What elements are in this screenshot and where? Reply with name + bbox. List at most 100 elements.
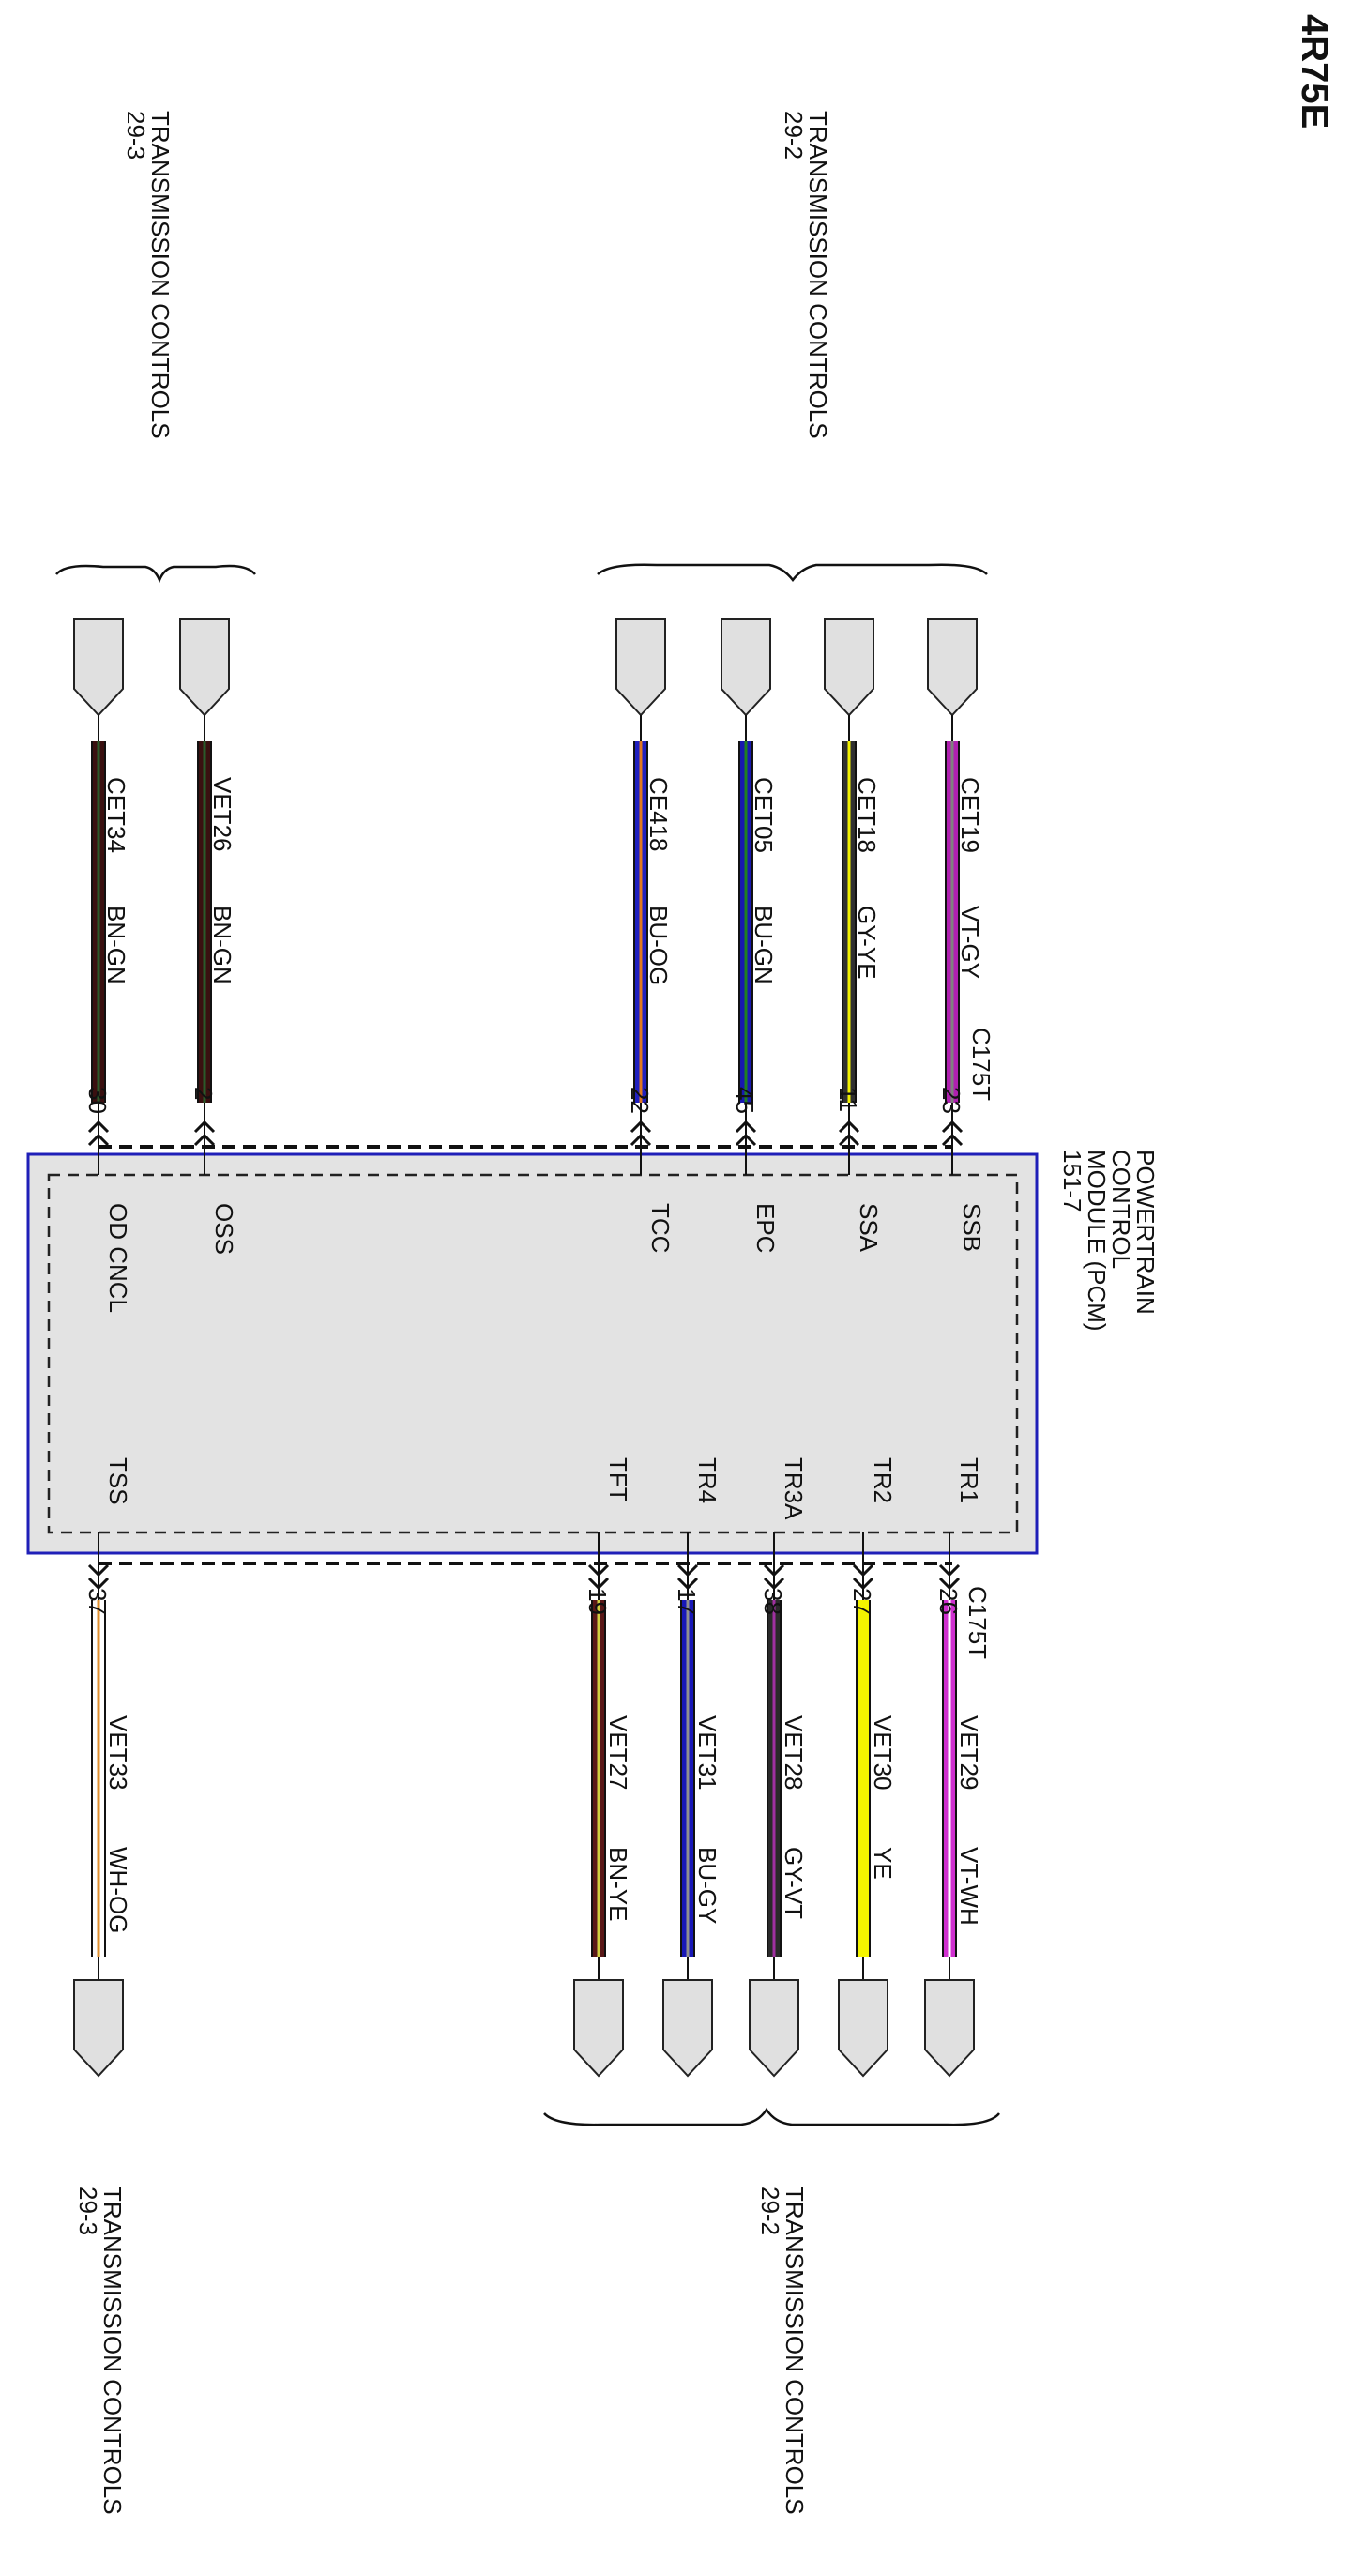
wire-circuit-label: CE418	[645, 777, 673, 852]
wire-circuit-label: VET31	[693, 1715, 721, 1791]
harness-connector-terminal	[615, 618, 666, 717]
pin-chevron-icon	[193, 1120, 216, 1134]
diagram-title: 4R75E	[1294, 14, 1335, 129]
wire-pin-number: 11	[834, 1087, 862, 1112]
harness-connector-terminal	[73, 618, 124, 717]
module-signal-label: OSS	[210, 1203, 238, 1255]
ref-text: TRANSMISSION CONTROLS	[146, 111, 175, 439]
ref-top-left: TRANSMISSION CONTROLS 29-3	[122, 111, 175, 439]
module-name-line: POWERTRAIN	[1131, 1150, 1160, 1315]
pcm-inner-dashed	[47, 1173, 1019, 1534]
pin-chevron-icon	[587, 1577, 610, 1591]
wire-color-code-label: WH-OG	[104, 1847, 132, 1933]
module-signal-label: TR2	[869, 1457, 897, 1503]
pin-chevron-icon	[763, 1577, 785, 1591]
wire-circuit-label: VET27	[604, 1715, 632, 1791]
connector-bottom-id: C175T	[964, 1586, 992, 1659]
ref-bottom-left: TRANSMISSION CONTROLS 29-3	[74, 2187, 127, 2515]
wire-circuit-label: VET28	[780, 1715, 808, 1791]
pin-chevron-icon	[941, 1120, 964, 1134]
ref-text: TRANSMISSION CONTROLS	[804, 111, 832, 439]
wire-stripe	[97, 741, 100, 1103]
module-name-line: 151-7	[1058, 1150, 1086, 1212]
wire-stripe	[772, 1600, 776, 1957]
connector-top-id: C175T	[967, 1028, 995, 1101]
wire-color-code-label: VT-GY	[956, 906, 984, 979]
pin-chevron-icon	[852, 1577, 874, 1591]
wire-pin-number: 45	[731, 1087, 759, 1114]
wire-circuit-label: CET34	[102, 777, 130, 853]
wire-color-code-label: YE	[869, 1847, 897, 1880]
wire-circuit-label: VET29	[955, 1715, 983, 1791]
pin-chevron-icon	[587, 1563, 610, 1578]
pin-chevron-icon	[87, 1133, 110, 1147]
pin-chevron-icon	[676, 1577, 699, 1591]
harness-connector-terminal	[721, 618, 771, 717]
wire-pin-number: 19	[584, 1588, 612, 1615]
pcm-module-box	[26, 1152, 1039, 1555]
wire-circuit-label: CET18	[853, 777, 881, 853]
harness-connector-terminal	[924, 1979, 975, 2078]
ref-page: 29-3	[74, 2187, 102, 2235]
wire-circuit-label: CET19	[956, 777, 984, 853]
wire-stripe	[203, 741, 206, 1103]
wire-pin-number: 38	[759, 1588, 787, 1615]
brace-top-left	[55, 564, 256, 584]
module-signal-label: EPC	[751, 1203, 780, 1253]
wire-stripe	[861, 1600, 865, 1957]
ref-page: 29-3	[122, 111, 150, 160]
pin-chevron-icon	[838, 1133, 860, 1147]
module-name-line: CONTROL	[1107, 1150, 1135, 1269]
ref-page: 29-2	[756, 2187, 784, 2235]
wire-circuit-label: CET05	[750, 777, 778, 853]
wire-color-code-label: GY-VT	[780, 1847, 808, 1919]
wire-pin-number: 2	[190, 1087, 218, 1100]
module-signal-label: TR4	[693, 1457, 721, 1503]
ref-page: 29-2	[780, 111, 808, 160]
module-signal-label: TSS	[104, 1457, 132, 1505]
module-signal-label: TR1	[955, 1457, 983, 1503]
ref-text: TRANSMISSION CONTROLS	[781, 2187, 809, 2515]
ref-top-right: TRANSMISSION CONTROLS 29-2	[780, 111, 832, 439]
harness-connector-terminal	[824, 618, 874, 717]
wire-pin-number: 37	[83, 1588, 112, 1615]
wire-pin-number: 17	[673, 1588, 701, 1615]
wire-color-code-label: BU-OG	[645, 906, 673, 985]
wire-stripe	[639, 741, 643, 1103]
pin-chevron-icon	[630, 1133, 652, 1147]
wire-color-code-label: GY-YE	[853, 906, 881, 980]
wire-stripe	[744, 741, 748, 1103]
harness-connector-terminal	[573, 1979, 624, 2078]
ref-text: TRANSMISSION CONTROLS	[99, 2187, 127, 2515]
wire-stripe	[97, 1600, 100, 1957]
pin-chevron-icon	[735, 1133, 757, 1147]
wire-color-code-label: BN-YE	[604, 1847, 632, 1921]
pin-chevron-icon	[838, 1120, 860, 1134]
harness-connector-terminal	[749, 1979, 799, 2078]
module-signal-label: TCC	[646, 1203, 675, 1253]
wire-pin-number: 22	[626, 1087, 654, 1114]
wire-color-code-label: VT-WH	[955, 1847, 983, 1926]
pcm-module-name: POWERTRAIN CONTROL MODULE (PCM) 151-7	[1058, 1150, 1160, 1332]
wire-pin-number: 30	[83, 1087, 112, 1114]
pin-chevron-icon	[630, 1120, 652, 1134]
pin-chevron-icon	[735, 1120, 757, 1134]
module-signal-label: OD CNCL	[104, 1203, 132, 1313]
wire-color-code-label: BN-GN	[208, 906, 236, 984]
wire-circuit-label: VET26	[208, 777, 236, 852]
module-name-line: MODULE (PCM)	[1083, 1150, 1111, 1332]
module-signal-label: SSA	[855, 1203, 883, 1253]
harness-connector-terminal	[73, 1979, 124, 2078]
